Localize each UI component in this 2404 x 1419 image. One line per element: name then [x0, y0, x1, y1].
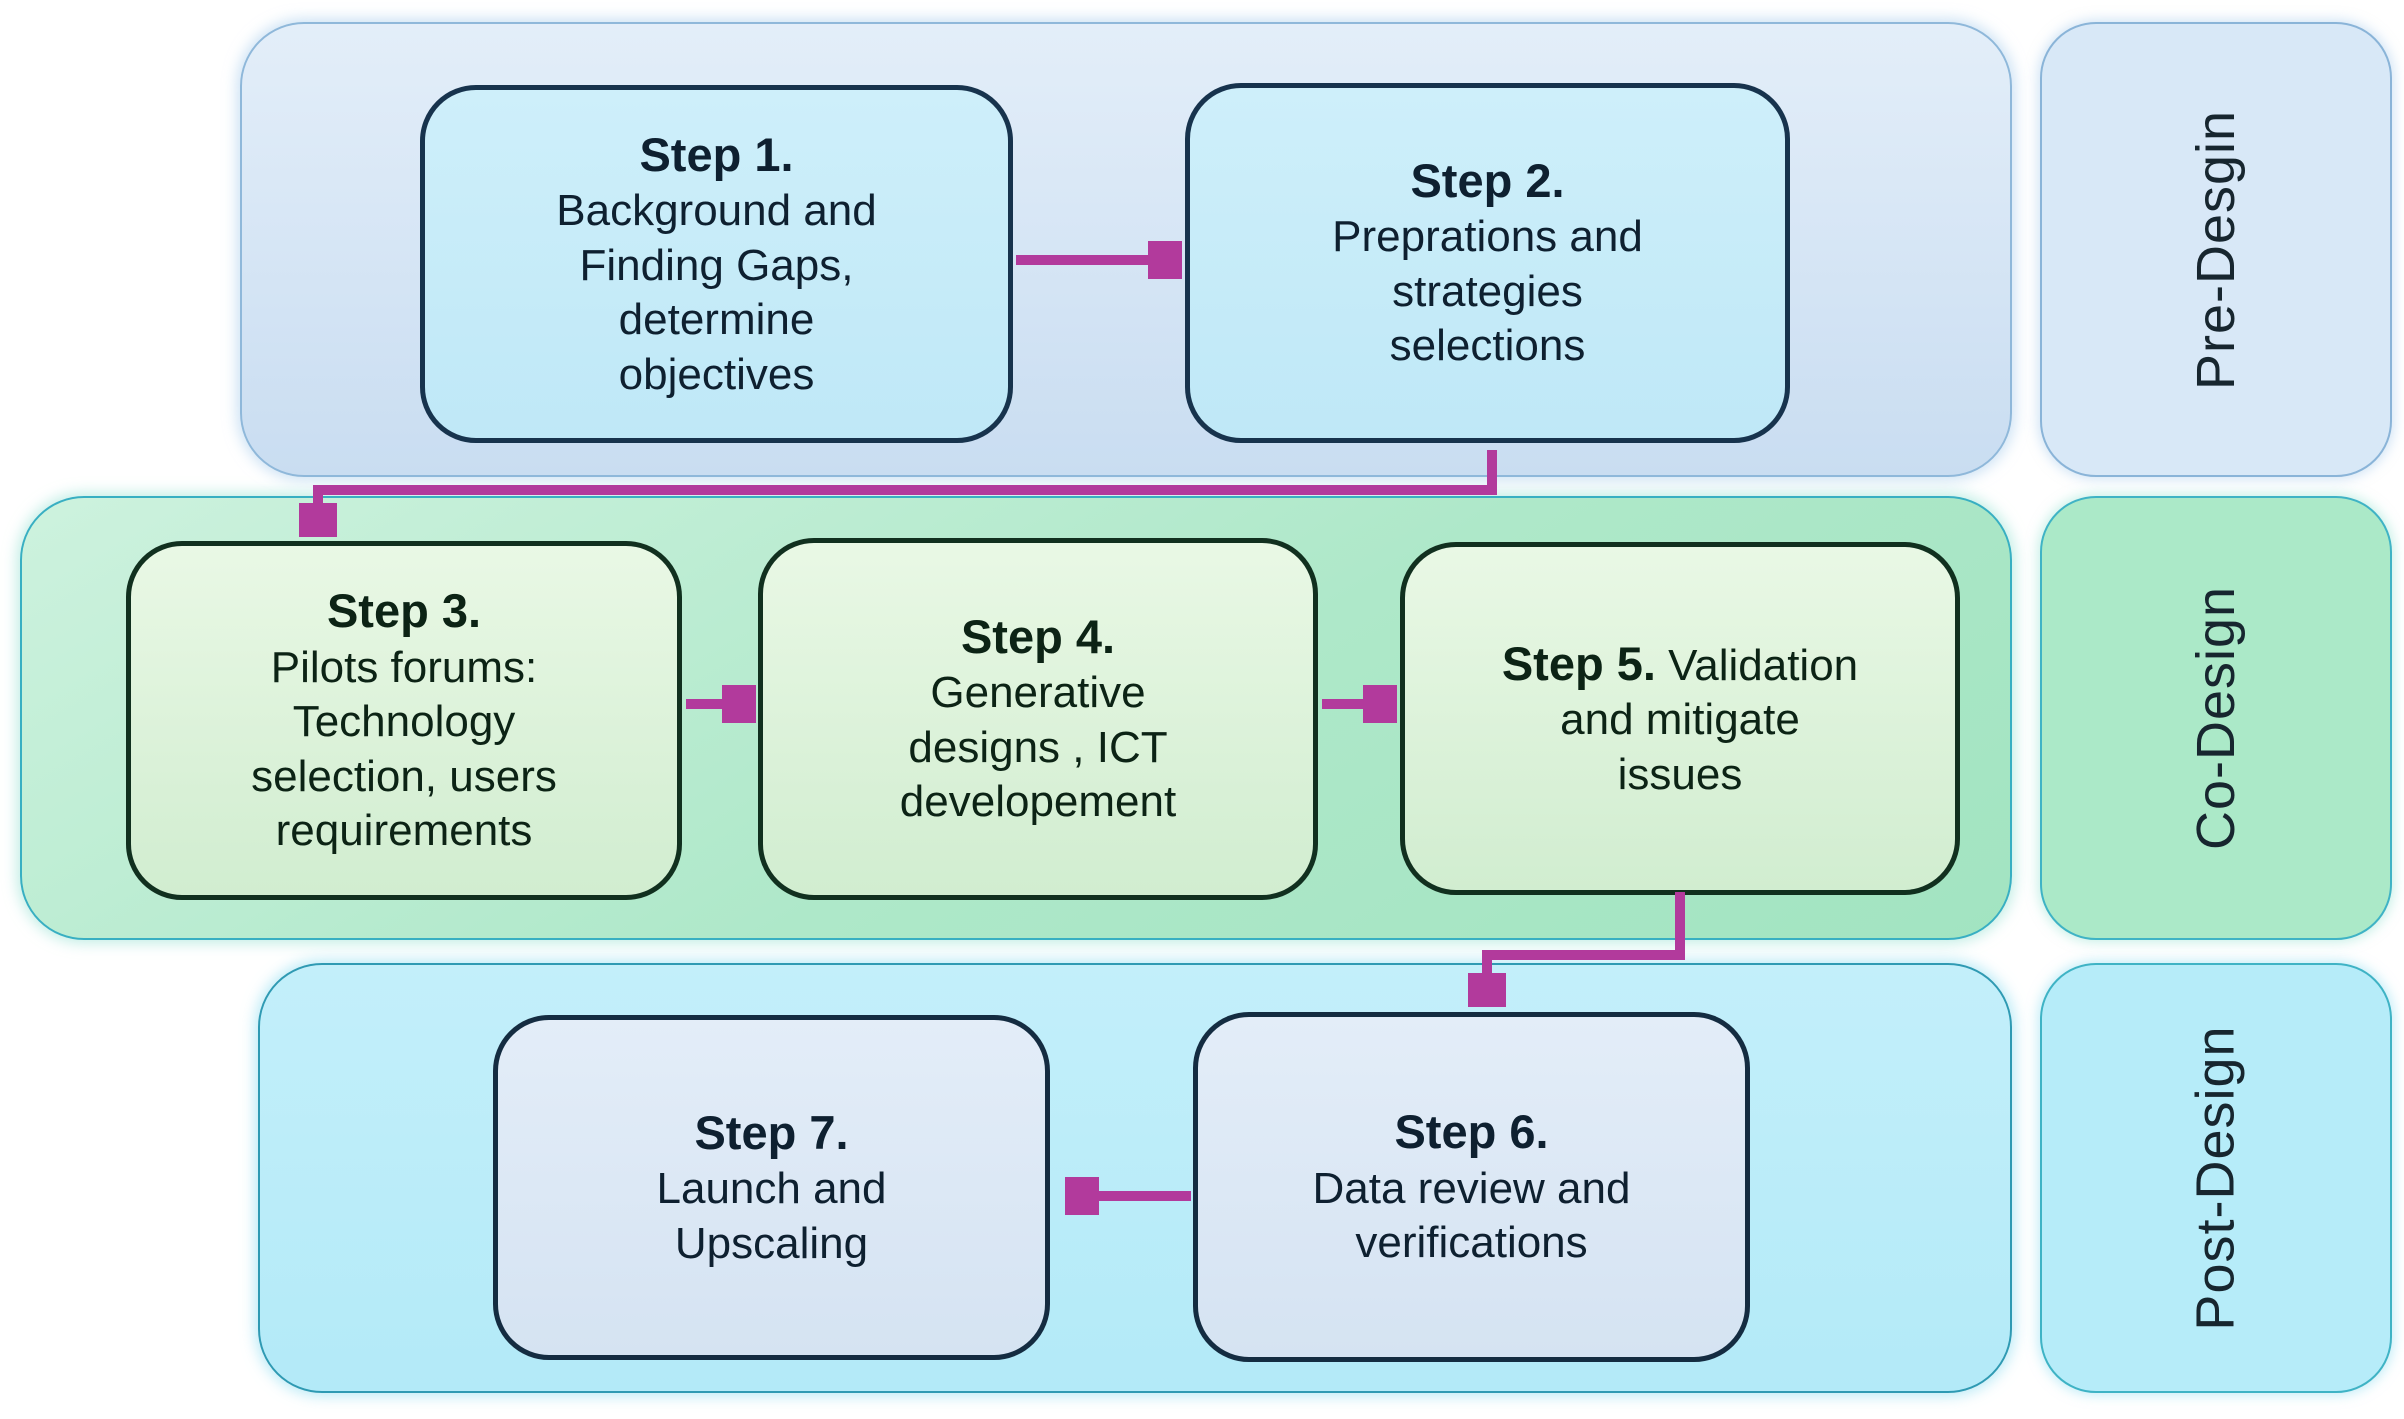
- step-text-line: selections: [1389, 321, 1586, 371]
- step-text-line: Data review and: [1312, 1163, 1631, 1213]
- step-5-title: Step 5. Validation: [1502, 635, 1858, 694]
- step-text-line: Upscaling: [674, 1218, 869, 1268]
- step-title-text: Step 2.: [1410, 154, 1565, 208]
- step-text-line: determine: [618, 295, 815, 345]
- step-title-text: Step 7.: [694, 1105, 849, 1159]
- step-title-text: Step 1.: [639, 127, 794, 181]
- step-4-box: Step 4. Generative designs , ICT develop…: [758, 538, 1318, 900]
- step-3-box: Step 3. Pilots forums: Technology select…: [126, 541, 682, 900]
- step-text-line: Launch and: [656, 1164, 887, 1214]
- phase-label-pre-design: Pre-Desgin: [2040, 22, 2392, 477]
- step-6-box: Step 6. Data review and verifications: [1193, 1012, 1750, 1362]
- step-5-box: Step 5. Validation and mitigate issues: [1400, 542, 1960, 895]
- phase-label-text: Co-Design: [2185, 585, 2246, 851]
- step-7-title: Step 7.: [694, 1104, 848, 1162]
- step-4-title: Step 4.: [961, 608, 1115, 666]
- step-title-suffix: Validation: [1655, 640, 1859, 690]
- step-1-box: Step 1. Background and Finding Gaps, det…: [420, 85, 1013, 443]
- step-text-line: Background and: [556, 186, 877, 236]
- step-3-title: Step 3.: [327, 582, 481, 640]
- phase-label-post-design: Post-Design: [2040, 963, 2392, 1393]
- step-text-line: Pilots forums:: [270, 642, 538, 692]
- step-text-line: Generative: [930, 668, 1146, 718]
- step-1-title: Step 1.: [639, 126, 793, 184]
- step-text-line: and mitigate: [1560, 695, 1800, 745]
- step-2-box: Step 2. Preprations and strategies selec…: [1185, 83, 1790, 443]
- phase-label-co-design: Co-Design: [2040, 496, 2392, 940]
- step-2-title: Step 2.: [1410, 152, 1564, 210]
- step-7-box: Step 7. Launch and Upscaling: [493, 1015, 1050, 1360]
- step-text-line: issues: [1617, 749, 1743, 799]
- step-title-text: Step 3.: [326, 584, 482, 638]
- step-6-title: Step 6.: [1394, 1103, 1548, 1161]
- step-title-text: Step 6.: [1394, 1105, 1549, 1159]
- phase-label-text: Post-Design: [2185, 1025, 2246, 1331]
- step-text-line: strategies: [1392, 266, 1583, 316]
- step-title-text: Step 5.: [1501, 636, 1656, 690]
- step-text-line: Technology: [292, 697, 516, 747]
- step-text-line: selection, users: [251, 751, 557, 801]
- phase-label-text: Pre-Desgin: [2185, 109, 2246, 390]
- step-text-line: Preprations and: [1332, 212, 1643, 262]
- step-text-line: developement: [899, 777, 1177, 827]
- step-text-line: verifications: [1355, 1218, 1588, 1268]
- step-text-line: requirements: [275, 806, 533, 856]
- step-text-line: Finding Gaps,: [579, 240, 854, 290]
- step-text-line: objectives: [618, 349, 815, 399]
- step-title-text: Step 4.: [960, 610, 1116, 664]
- step-text-line: designs , ICT: [908, 722, 1168, 772]
